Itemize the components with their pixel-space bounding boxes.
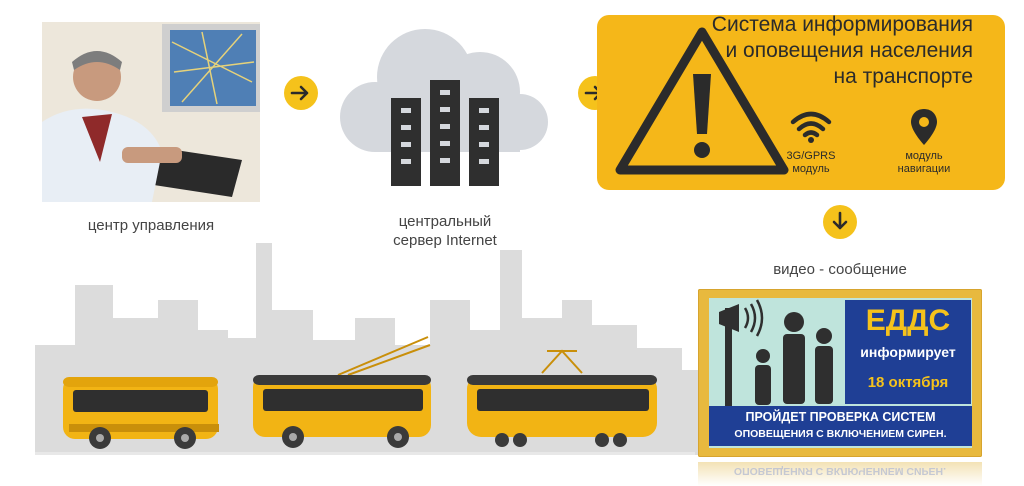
people-icon	[749, 298, 859, 406]
eddc-info-box: ЕДДС информирует 18 октября	[845, 300, 971, 404]
arrow-down-icon	[823, 205, 857, 239]
module-3g-line1: 3G/GPRS	[776, 150, 846, 163]
screen-message-line1: ПРОЙДЕТ ПРОВЕРКА СИСТЕМ	[709, 410, 972, 424]
module-nav-line2: навигации	[884, 163, 964, 176]
screen-message-band: ПРОЙДЕТ ПРОВЕРКА СИСТЕМ ОПОВЕЩЕНИЯ С ВКЛ…	[709, 406, 972, 446]
module-3g-label: 3G/GPRS модуль	[776, 150, 846, 176]
server-label: центральный сервер Internet	[370, 212, 520, 250]
screen-reflection-text: ОПОВЕЩЕНИЯ С ВКЛЮЧЕНИЕМ СИРЕН.	[698, 465, 982, 477]
location-pin-icon	[909, 107, 939, 147]
module-nav-label: модуль навигации	[884, 150, 964, 176]
eddc-title: ЕДДС	[845, 304, 971, 338]
arrow-right-icon	[284, 76, 318, 110]
control-center-label: центр управления	[42, 216, 260, 235]
server-icon	[391, 80, 499, 192]
module-nav-line1: модуль	[884, 150, 964, 163]
server-label-line2: сервер Internet	[370, 231, 520, 250]
wifi-icon	[789, 108, 833, 144]
operator-at-computer-illustration	[42, 22, 260, 202]
system-title: Система информирования и оповещения насе…	[643, 12, 973, 90]
screen-reflection: ОПОВЕЩЕНИЯ С ВКЛЮЧЕНИЕМ СИРЕН.	[698, 462, 982, 486]
tram-illustration	[462, 343, 662, 455]
module-3g-line2: модуль	[776, 163, 846, 176]
video-message-label: видео - сообщение	[740, 260, 940, 279]
eddc-date: 18 октября	[845, 374, 971, 391]
screen-message-line2: ОПОВЕЩЕНИЯ С ВКЛЮЧЕНИЕМ СИРЕН.	[709, 428, 972, 440]
bus-illustration	[55, 372, 225, 452]
control-center-photo	[42, 22, 260, 202]
system-title-line3: на транспорте	[643, 64, 973, 90]
eddc-subtitle: информирует	[845, 344, 971, 360]
system-title-line1: Система информирования	[643, 12, 973, 38]
trolleybus-illustration	[248, 335, 438, 453]
server-label-line1: центральный	[370, 212, 520, 231]
system-title-line2: и оповещения населения	[643, 38, 973, 64]
